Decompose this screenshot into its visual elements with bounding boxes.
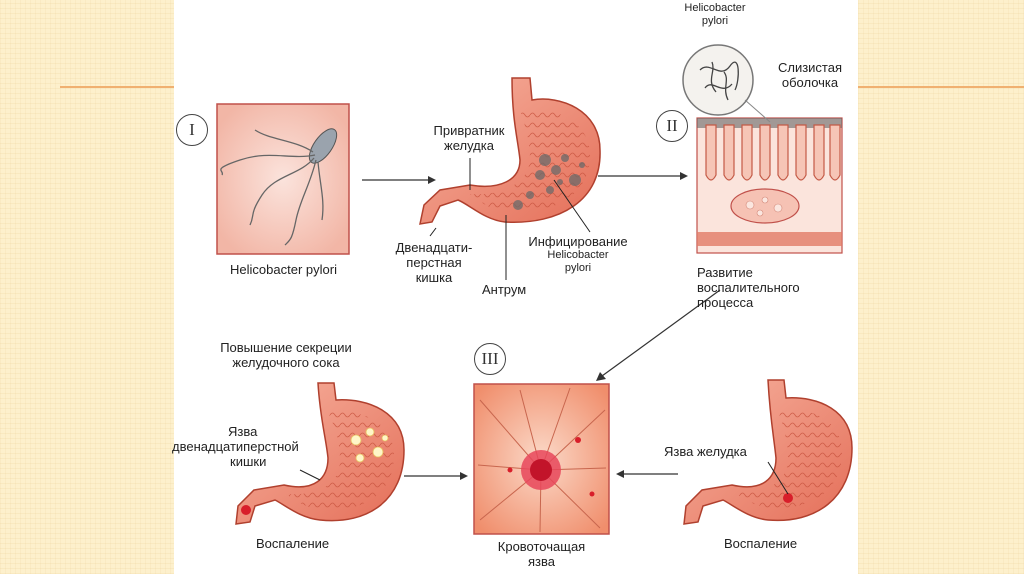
stage-3-marker: III bbox=[474, 343, 506, 375]
label-inflammation-dev-line2: воспалительного bbox=[697, 280, 800, 295]
stage-1-marker: I bbox=[176, 114, 208, 146]
gastric-ulcer-spot bbox=[783, 493, 793, 503]
label-secretion: Повышение секреции желудочного сока bbox=[196, 340, 376, 370]
label-pylorus-line2: желудка bbox=[414, 138, 524, 153]
label-inflammation-dev-line3: процесса bbox=[697, 295, 800, 310]
hpylori-magnifier bbox=[683, 45, 770, 122]
label-antrum: Антрум bbox=[482, 282, 526, 297]
label-secretion-line2: желудочного сока bbox=[196, 355, 376, 370]
label-infection-line1: Инфицирование bbox=[508, 234, 648, 249]
label-inflammation-left: Воспаление bbox=[256, 536, 329, 551]
label-duodenal-ulcer-line1: Язва bbox=[172, 424, 299, 439]
label-duodenal-ulcer-line3: кишки bbox=[172, 454, 299, 469]
label-bleeding-ulcer-line1: Кровоточащая bbox=[474, 539, 609, 554]
hpylori-panel bbox=[217, 104, 349, 254]
label-inflammation-right: Воспаление bbox=[724, 536, 797, 551]
label-duodenum-line1: Двенадцати- bbox=[384, 240, 484, 255]
mucosa-panel bbox=[697, 118, 842, 253]
label-secretion-line1: Повышение секреции bbox=[196, 340, 376, 355]
label-bleeding-ulcer: Кровоточащая язва bbox=[474, 539, 609, 569]
label-hpylori-top: Helicobacter pylori bbox=[660, 2, 770, 28]
label-hpylori-top-line1: Helicobacter bbox=[660, 2, 770, 15]
label-inflammation-development: Развитие воспалительного процесса bbox=[697, 265, 800, 310]
label-pylorus-line1: Привратник bbox=[414, 123, 524, 138]
label-infection: Инфицирование Helicobacter pylori bbox=[508, 234, 648, 275]
label-bleeding-ulcer-line2: язва bbox=[474, 554, 609, 569]
arrow-left-to-stage3 bbox=[404, 472, 468, 480]
label-infection-line2: Helicobacter bbox=[508, 249, 648, 262]
label-inflammation-dev-line1: Развитие bbox=[697, 265, 800, 280]
label-duodenal-ulcer: Язва двенадцатиперстной кишки bbox=[172, 424, 299, 469]
arrow-stage1-to-stomach bbox=[362, 176, 436, 184]
label-infection-line3: pylori bbox=[508, 262, 648, 275]
label-duodenum: Двенадцати- перстная кишка bbox=[384, 240, 484, 285]
label-duodenum-line3: кишка bbox=[384, 270, 484, 285]
label-gastric-ulcer: Язва желудка bbox=[664, 444, 747, 459]
label-hpylori-top-line2: pylori bbox=[660, 15, 770, 28]
label-duodenum-line2: перстная bbox=[384, 255, 484, 270]
label-mucosa: Слизистая оболочка bbox=[760, 60, 860, 90]
label-pylorus: Привратник желудка bbox=[414, 123, 524, 153]
duodenal-ulcer-spot bbox=[241, 505, 251, 515]
label-mucosa-line1: Слизистая bbox=[760, 60, 860, 75]
label-duodenal-ulcer-line2: двенадцатиперстной bbox=[172, 439, 299, 454]
stage-2-marker: II bbox=[656, 110, 688, 142]
label-mucosa-line2: оболочка bbox=[760, 75, 860, 90]
arrow-stomach-to-stage2 bbox=[598, 172, 688, 180]
label-helicobacter-pylori: Helicobacter pylori bbox=[216, 262, 351, 277]
arrow-right-to-stage3 bbox=[616, 470, 678, 478]
bleeding-ulcer-panel bbox=[474, 384, 609, 534]
